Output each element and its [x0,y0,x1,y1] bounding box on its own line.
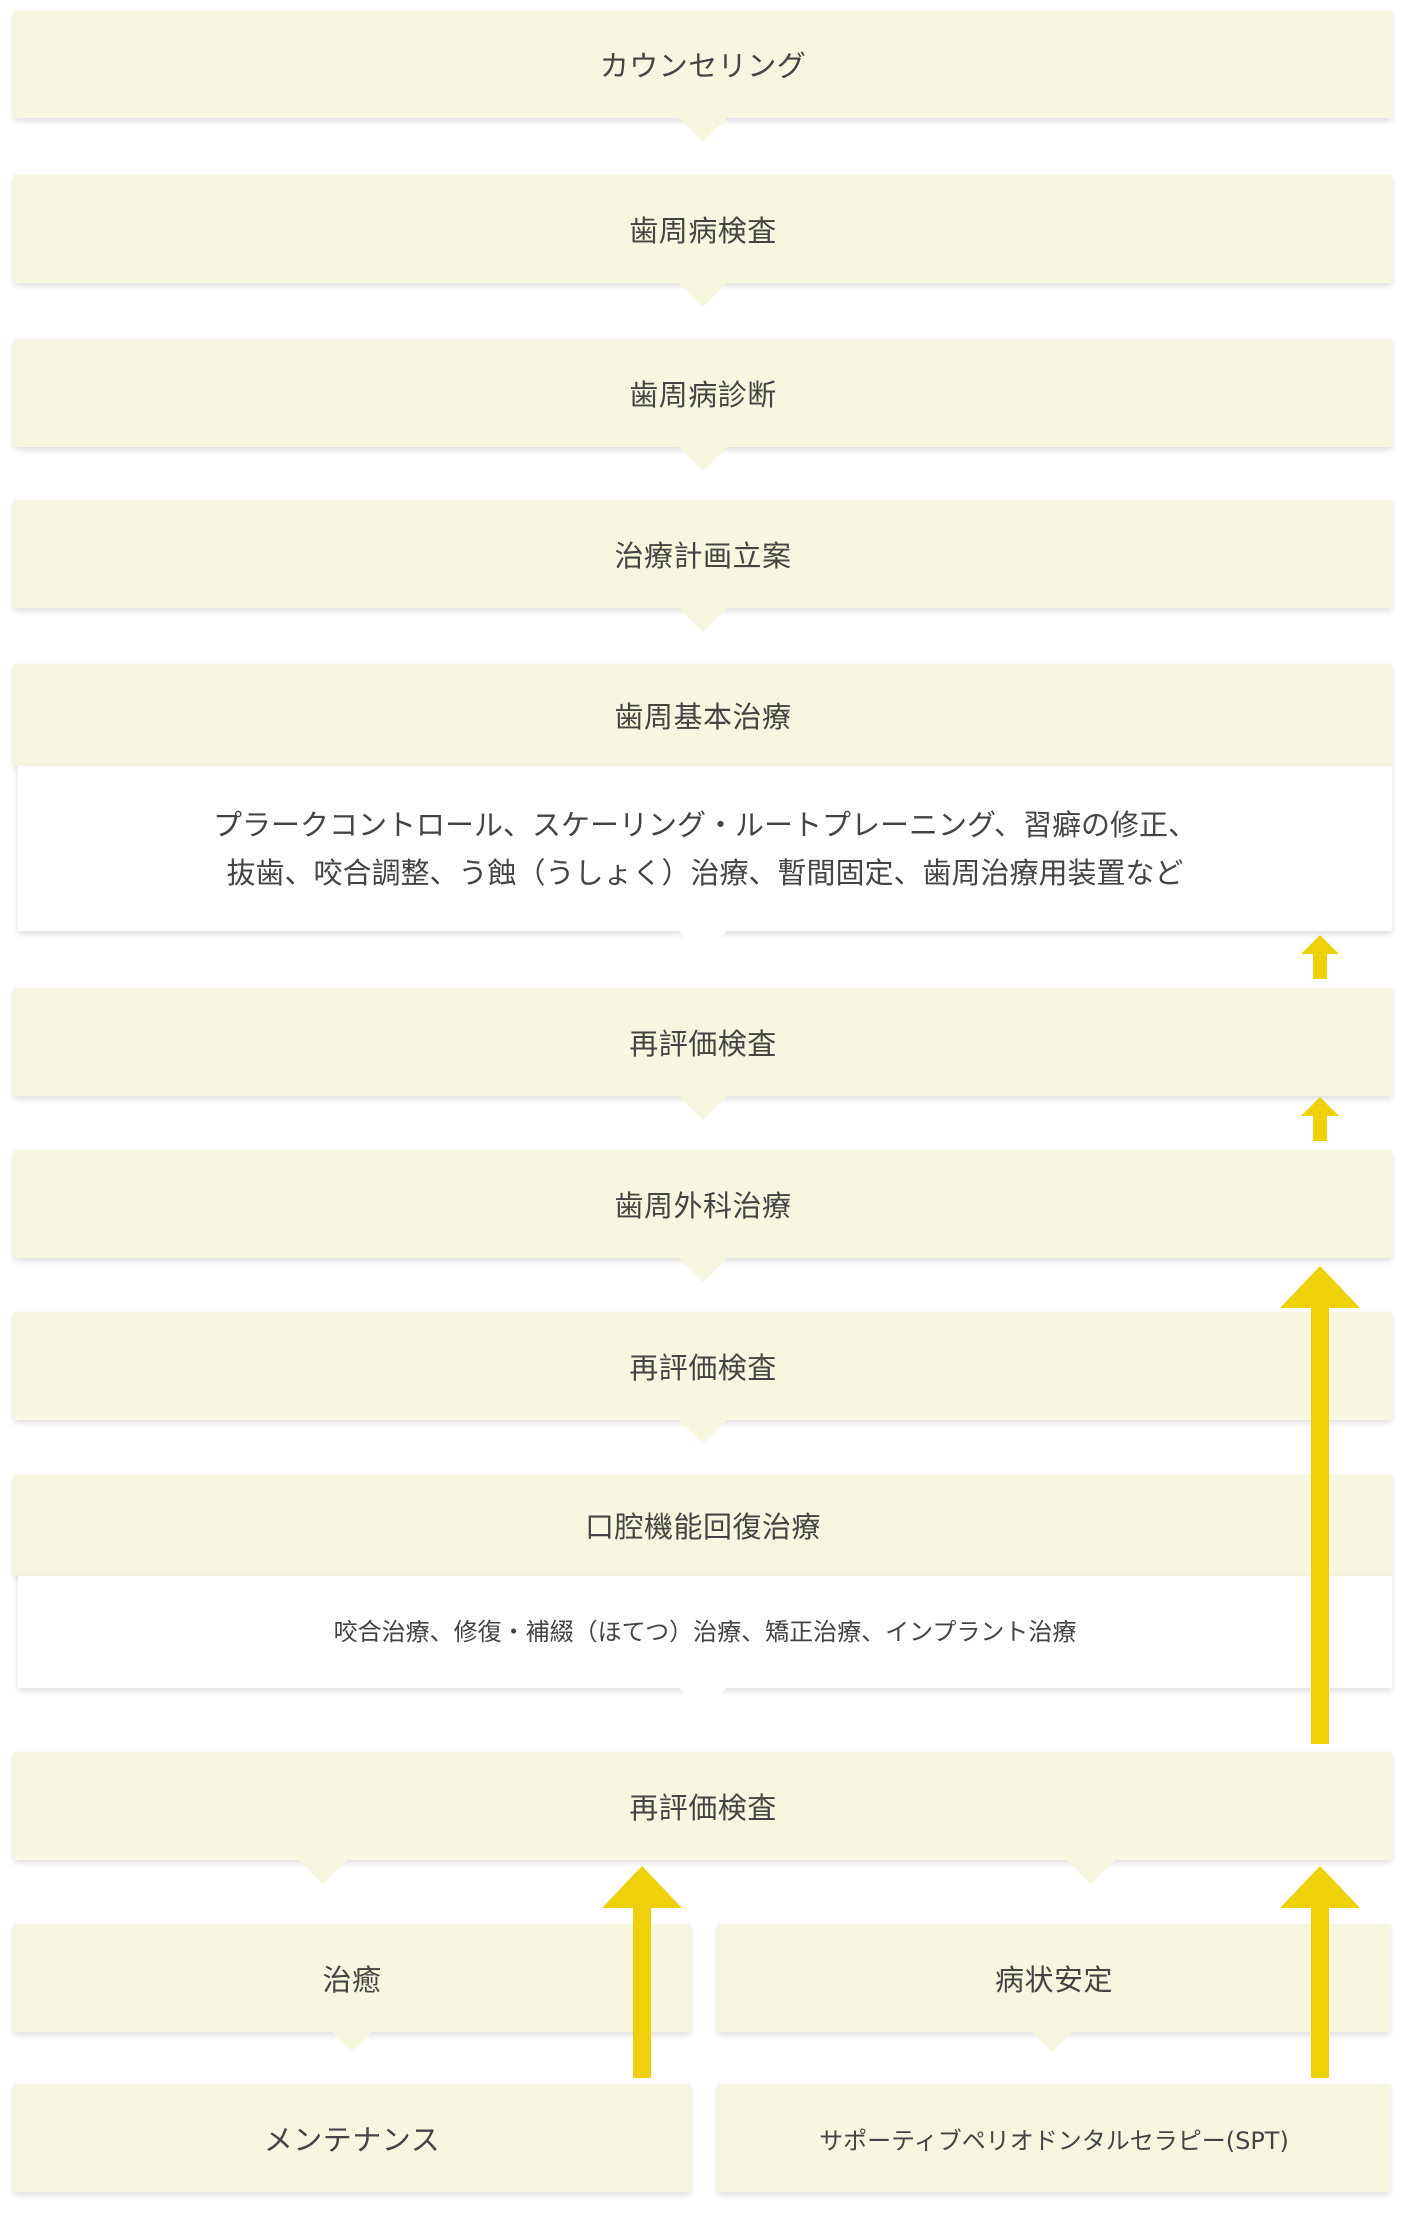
step-label: サポーティブペリオドンタルセラピー(SPT) [819,2126,1289,2155]
step-stable: 病状安定 [718,1924,1390,2032]
flow-connector [679,1258,727,1282]
step-label: 歯周病検査 [629,214,777,248]
step-surgery: 歯周外科治療 [14,1150,1392,1258]
arrow-up-maintenance [602,1866,682,2078]
step-basic-treatment: 歯周基本治療 [14,664,1392,766]
flow-connector [332,2032,372,2052]
step-label: 治療計画立案 [614,539,792,573]
flow-connector [679,1096,727,1120]
step-label: 歯周外科治療 [614,1189,792,1223]
flow-connector [679,608,727,632]
step-label: 歯周病診断 [629,378,777,412]
arrow-up-small-2 [1301,1097,1339,1141]
flow-connector [299,1860,347,1884]
step-label: カウンセリング [599,49,807,83]
arrow-up-long [1280,1266,1360,1744]
step-label: 再評価検査 [629,1351,777,1385]
step-cured: 治癒 [14,1924,690,2032]
step-reevaluation-1: 再評価検査 [14,988,1392,1096]
step-label: メンテナンス [263,2123,441,2157]
step-reevaluation-2: 再評価検査 [14,1312,1392,1420]
step-maintenance: メンテナンス [14,2084,690,2192]
arrow-up-small-1 [1301,935,1339,979]
step-label: 口腔機能回復治療 [584,1510,821,1544]
flow-connector [679,931,727,955]
step-reevaluation-3: 再評価検査 [14,1752,1392,1860]
step-oral-function: 口腔機能回復治療 [14,1474,1392,1576]
step-label: 治癒 [322,1963,382,1997]
step-perio-diagnosis: 歯周病診断 [14,339,1392,447]
step-treatment-plan: 治療計画立案 [14,500,1392,608]
flow-connector [1032,2032,1072,2052]
step-counseling: カウンセリング [14,10,1392,118]
arrow-up-spt [1280,1866,1360,2078]
step-spt: サポーティブペリオドンタルセラピー(SPT) [718,2084,1390,2192]
flow-connector [679,1688,727,1712]
step-label: 病状安定 [994,1963,1113,1997]
step-label: 歯周基本治療 [614,700,792,734]
detail-text: 咬合治療、修復・補綴（ほてつ）治療、矯正治療、インプラント治療 [333,1618,1077,1646]
flow-connector [679,447,727,471]
basic-treatment-detail: プラークコントロール、スケーリング・ルートプレーニング、習癖の修正、 抜歯、咬合… [18,766,1392,931]
step-perio-exam: 歯周病検査 [14,175,1392,283]
flow-connector [679,283,727,307]
flow-connector [1067,1860,1115,1884]
detail-text: プラークコントロール、スケーリング・ルートプレーニング、習癖の修正、 抜歯、咬合… [213,807,1197,890]
oral-function-detail: 咬合治療、修復・補綴（ほてつ）治療、矯正治療、インプラント治療 [18,1576,1392,1688]
step-label: 再評価検査 [629,1027,777,1061]
flow-connector [679,118,727,142]
flow-connector [679,1420,727,1444]
step-label: 再評価検査 [629,1791,777,1825]
